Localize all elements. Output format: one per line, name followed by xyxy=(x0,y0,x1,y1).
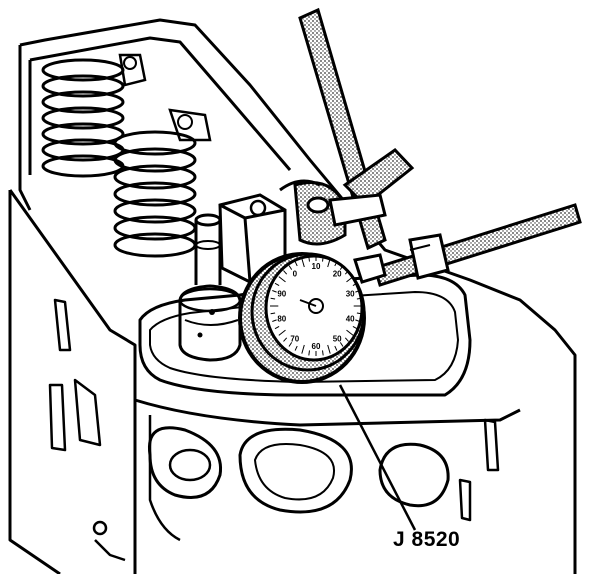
dial-gauge-tick-mark xyxy=(344,270,349,275)
dial-gauge-tick-mark xyxy=(278,329,286,336)
dial-gauge-tick-mark xyxy=(322,256,324,262)
dial-gauge-tick-mark xyxy=(288,265,293,270)
dial-gauge-tick-mark xyxy=(270,297,276,300)
dial-gauge-tick-mark xyxy=(327,258,331,268)
dial-gauge-tick-label: 20 xyxy=(333,270,342,279)
dial-gauge-tick-mark xyxy=(327,344,331,354)
dial-gauge-tick-mark xyxy=(278,276,286,283)
dial-gauge-tick-mark xyxy=(301,344,305,354)
dial-gauge-tick-mark xyxy=(308,256,310,262)
dial-gauge-tick-mark xyxy=(355,290,360,293)
dial-gauge-tick-mark xyxy=(356,312,362,315)
dial-gauge-tick-mark xyxy=(274,325,280,330)
dial-gauge-tick-label: 40 xyxy=(346,314,355,323)
dial-gauge-tick-mark xyxy=(270,312,276,315)
dial-gauge-tick-mark xyxy=(339,265,344,270)
valve-spring-rear xyxy=(41,53,147,178)
dial-gauge-tick-mark xyxy=(352,282,358,287)
dial-gauge-tick-label: 70 xyxy=(290,334,299,343)
valve-stem xyxy=(178,213,242,362)
dial-gauge-tick-mark xyxy=(334,345,338,351)
dial-gauge-tick-label: 60 xyxy=(312,342,321,351)
dial-gauge-tick-mark xyxy=(274,282,280,287)
dial-gauge-tick-mark xyxy=(339,342,344,347)
dial-gauge-needle xyxy=(299,299,317,307)
dial-gauge-tick-mark xyxy=(301,258,305,268)
dial-gauge-tick-mark xyxy=(308,350,310,356)
dial-gauge-tick-label: 90 xyxy=(277,290,286,299)
rocker-stud-block xyxy=(218,193,287,284)
dial-gauge-tick-mark xyxy=(334,261,338,267)
dial-gauge-tick-mark xyxy=(283,337,288,342)
callout-leader-line xyxy=(338,384,417,531)
dial-gauge-stem xyxy=(353,253,387,284)
dial-gauge-face xyxy=(264,254,364,362)
dial-gauge-tick-mark xyxy=(272,290,277,293)
dial-gauge-tick-mark xyxy=(283,270,288,275)
dial-gauge-tick-mark xyxy=(346,276,354,283)
dial-gauge-tick-label: 10 xyxy=(312,262,321,271)
dial-gauge-center-hub xyxy=(308,298,324,314)
dial-gauge-tick-mark xyxy=(294,345,298,351)
dial-gauge-tick-mark xyxy=(288,342,293,347)
cylinder-head xyxy=(8,18,577,574)
gauge-mounting-rod-vertical xyxy=(298,7,415,251)
gauge-clamp xyxy=(279,179,387,246)
dial-gauge-tick-mark xyxy=(272,319,277,322)
dial-gauge-tick-label: 30 xyxy=(346,290,355,299)
dial-gauge: 10 20 30 40 50 60 70 80 90 0 xyxy=(238,252,387,384)
dial-gauge-tick-label: 80 xyxy=(277,314,286,323)
gauge-mounting-rod-horizontal xyxy=(373,203,582,287)
dial-gauge-tick-mark xyxy=(344,337,349,342)
dial-gauge-scale: 10 20 30 40 50 60 70 80 90 0 xyxy=(270,256,362,356)
tool-number-label: J 8520 xyxy=(393,528,461,551)
dial-gauge-tick-mark xyxy=(294,261,298,267)
dial-gauge-tick-mark xyxy=(346,329,354,336)
dial-gauge-tick-label: 0 xyxy=(293,270,298,279)
dial-gauge-tick-mark xyxy=(352,325,358,330)
dial-gauge-tick-mark xyxy=(355,319,360,322)
dial-gauge-tick-mark xyxy=(356,297,362,300)
dial-gauge-tick-mark xyxy=(322,350,324,356)
dial-gauge-tick-label: 50 xyxy=(333,334,342,343)
